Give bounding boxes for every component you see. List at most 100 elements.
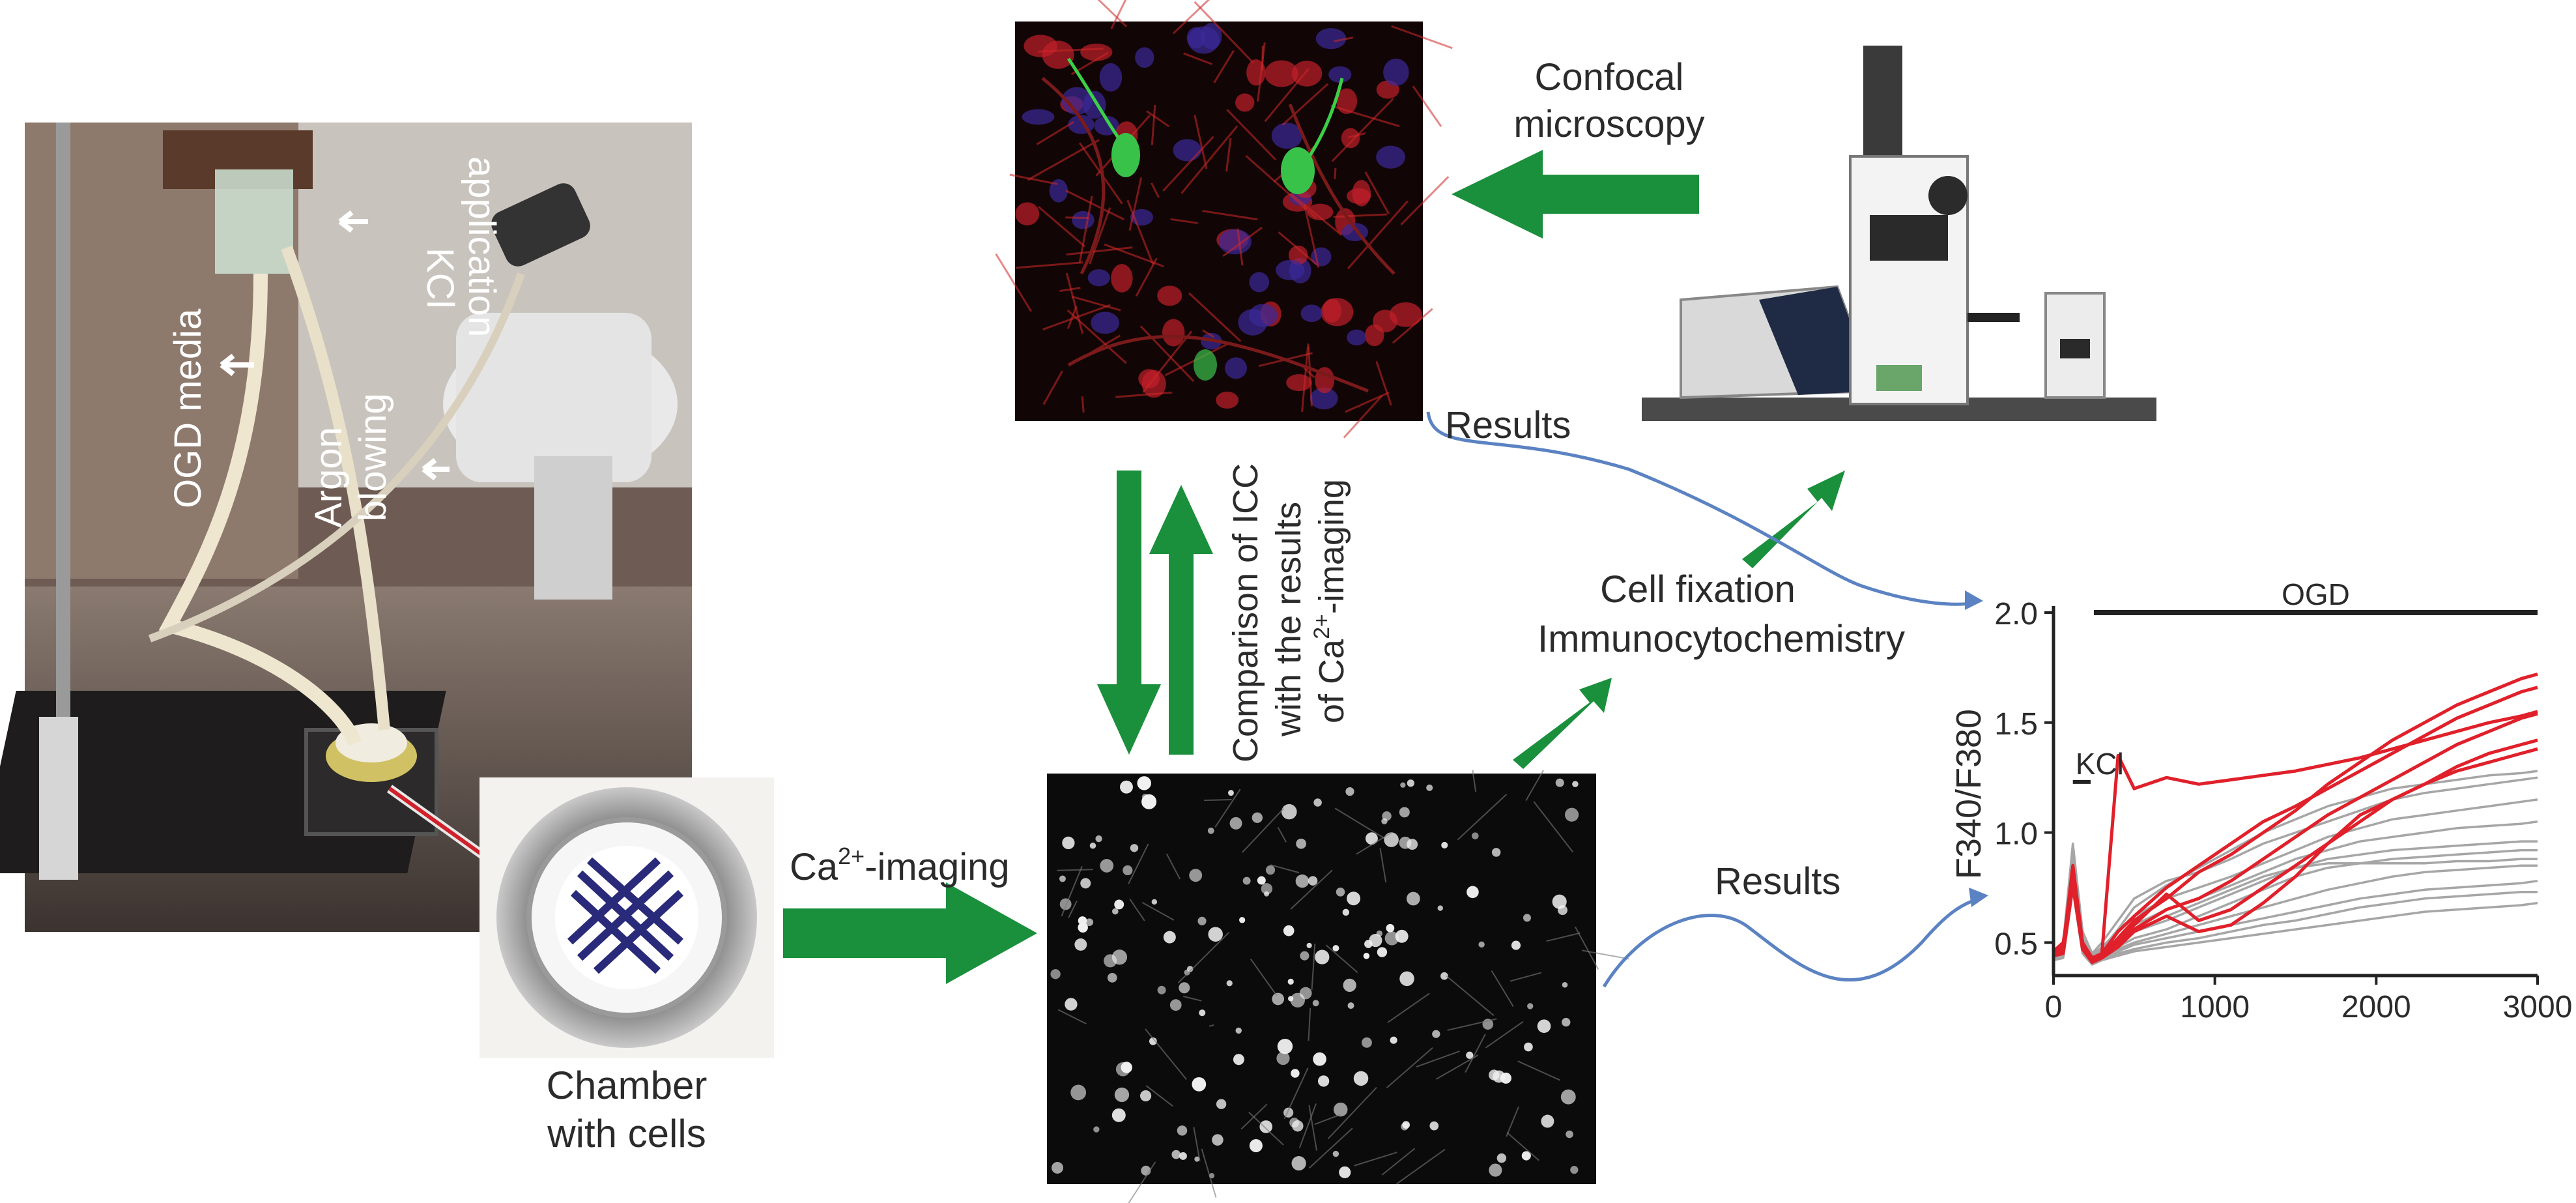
cell-spot xyxy=(1171,1150,1181,1159)
neurite xyxy=(1387,993,1430,1023)
cell-spot xyxy=(1308,876,1318,886)
cell-spot xyxy=(1562,1017,1571,1027)
annotation-label-kcl: KCl xyxy=(2076,747,2124,781)
neurite xyxy=(1379,848,1387,883)
stained-cell xyxy=(1080,43,1113,61)
cell-spot xyxy=(1440,972,1448,980)
neurite xyxy=(1194,115,1208,169)
cell-spot xyxy=(1363,953,1370,959)
stained-cell xyxy=(1042,40,1074,69)
neurite xyxy=(1465,1034,1486,1073)
neurite xyxy=(1485,1021,1524,1049)
neurite xyxy=(1457,794,1508,841)
y-tick-label: 1.0 xyxy=(1994,817,2038,852)
cell-spot xyxy=(1313,798,1322,807)
stained-cell xyxy=(1336,88,1358,115)
neurite xyxy=(1027,139,1100,181)
arrow-down xyxy=(1097,471,1161,755)
cell-spot xyxy=(1296,838,1306,849)
stained-cell xyxy=(1022,109,1055,125)
neurite xyxy=(1325,944,1358,974)
cell-spot xyxy=(1120,780,1133,794)
cell-spot xyxy=(1149,1037,1157,1045)
cell-spot xyxy=(1471,832,1479,839)
neurite xyxy=(1435,1054,1479,1080)
neurite xyxy=(1237,228,1244,266)
neurite xyxy=(1303,204,1320,268)
stained-cell xyxy=(1216,391,1239,409)
neurite xyxy=(1182,995,1202,1002)
stained-cell xyxy=(1309,387,1338,410)
neurite xyxy=(1347,200,1409,270)
cell-spot xyxy=(1192,1077,1207,1092)
cell-spot xyxy=(1289,1118,1300,1128)
cell-spot xyxy=(1572,781,1579,787)
cell-spot xyxy=(1227,790,1234,796)
cell-spot xyxy=(1189,869,1203,882)
stained-cell xyxy=(1072,210,1095,229)
trace-gray-0 xyxy=(2052,776,2538,955)
cell-spot xyxy=(1157,985,1166,994)
neurite xyxy=(1333,36,1354,42)
neurite xyxy=(1036,121,1074,145)
cell-spot xyxy=(1080,878,1091,889)
neurite xyxy=(1546,932,1581,942)
cell-spot xyxy=(1074,938,1087,951)
cell-spot xyxy=(1312,1000,1319,1007)
results-curve-top xyxy=(1426,411,1977,606)
cell-spot xyxy=(1564,807,1579,822)
neurite xyxy=(995,253,1033,312)
comparison-line2: with the results xyxy=(1269,502,1308,737)
cell-spot xyxy=(1299,987,1312,1000)
neurite xyxy=(1308,1127,1353,1169)
cell-spot xyxy=(1406,891,1420,906)
neurite xyxy=(1066,246,1133,256)
cell-spot xyxy=(1523,914,1531,922)
chart-axes xyxy=(2052,606,2538,978)
cell-spot xyxy=(1295,874,1309,888)
cell-spot xyxy=(1104,954,1117,968)
cell-spot xyxy=(1313,1052,1326,1066)
cell-spot xyxy=(1390,1036,1397,1044)
stained-cell xyxy=(1201,23,1222,50)
stained-cell xyxy=(1173,139,1202,162)
cell-spot xyxy=(1078,922,1088,933)
cell-spot xyxy=(1345,787,1354,796)
neurite xyxy=(1181,125,1238,194)
neurite xyxy=(1194,1,1254,64)
neurite xyxy=(1172,0,1210,35)
neurite xyxy=(1061,865,1083,917)
cell-spot xyxy=(1276,1051,1290,1065)
stained-cell xyxy=(1225,357,1248,379)
stained-cell xyxy=(1111,264,1133,293)
cell-spot xyxy=(1100,859,1114,873)
cell-spot xyxy=(1437,905,1444,911)
cell-spot xyxy=(1249,1139,1263,1153)
neurite xyxy=(1170,218,1198,224)
neurite xyxy=(1364,171,1390,214)
cell-spot xyxy=(1347,891,1361,906)
neurite xyxy=(1354,1152,1397,1167)
cell-spot xyxy=(1384,832,1399,847)
cell-spot xyxy=(1537,1019,1551,1033)
cell-spot xyxy=(1089,842,1096,849)
confocal-image xyxy=(995,0,1453,439)
cell-spot xyxy=(1114,899,1124,910)
neurite xyxy=(1188,292,1242,342)
cell-spot xyxy=(1112,908,1119,915)
neurite xyxy=(1081,396,1085,413)
result-curves xyxy=(1426,411,1988,988)
neurite xyxy=(1308,1105,1317,1151)
cell-spot xyxy=(1163,931,1176,944)
neurite xyxy=(1089,207,1111,265)
stained-cell xyxy=(1218,229,1252,255)
cell-spot xyxy=(1194,1156,1200,1162)
cell-spot xyxy=(1229,817,1242,830)
ogd-pointer-icon xyxy=(220,353,254,377)
neurite xyxy=(1334,167,1337,179)
stained-cell xyxy=(1286,374,1312,392)
stained-cell xyxy=(1300,304,1323,323)
setup-photo: KCl application OGD media Argon blowing xyxy=(0,123,692,932)
